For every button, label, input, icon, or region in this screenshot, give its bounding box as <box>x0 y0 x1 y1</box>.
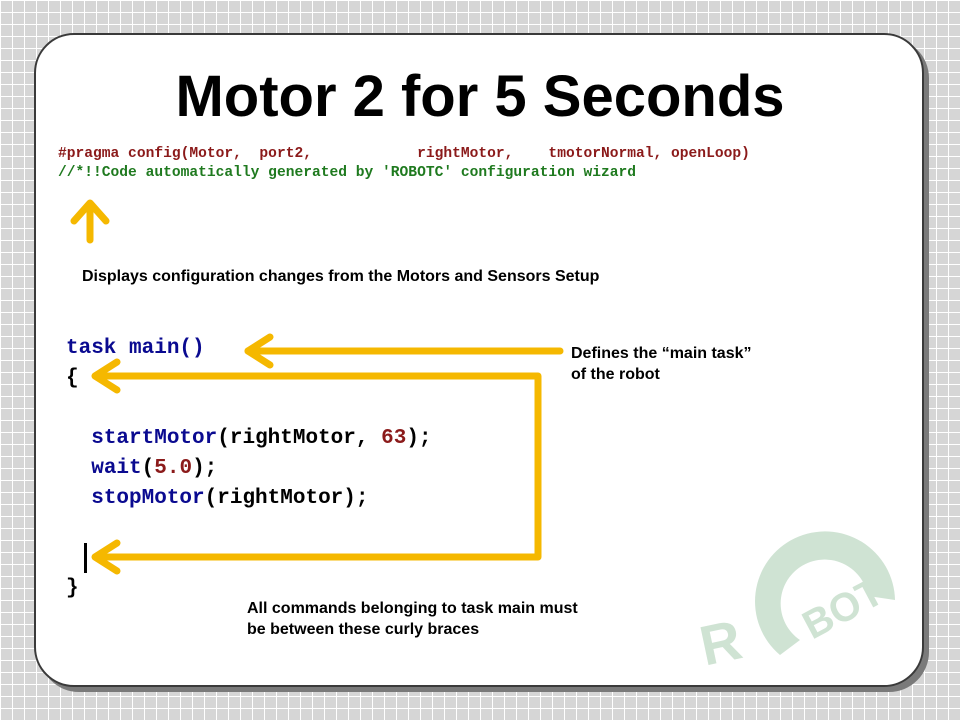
start-motor-fn: startMotor <box>91 427 218 450</box>
task-main-code: task main(){ startMotor(rightMotor, 63);… <box>66 334 432 604</box>
slide-title: Motor 2 for 5 Seconds <box>175 64 785 129</box>
main-signature: main() <box>116 337 205 360</box>
pragma-config-block: #pragma config(Motor, port2, rightMotor,… <box>58 145 750 183</box>
blank-line <box>66 394 432 424</box>
blank-line-3 <box>66 544 432 574</box>
start-motor-line: startMotor(rightMotor, 63); <box>66 424 432 454</box>
start-motor-arg: rightMotor <box>229 427 356 450</box>
main-task-note: Defines the “main task” of the robot <box>571 343 831 385</box>
wait-fn: wait <box>91 457 142 480</box>
blank-line-2 <box>66 514 432 544</box>
stop-motor-close: ); <box>343 487 369 510</box>
braces-note-line1: All commands belonging to task main must <box>247 600 578 617</box>
stop-motor-fn: stopMotor <box>91 487 205 510</box>
text-cursor <box>84 543 87 573</box>
start-motor-speed: 63 <box>381 427 407 450</box>
open-brace-line: { <box>66 364 432 394</box>
braces-note-line2: be between these curly braces <box>247 621 480 638</box>
open-brace: { <box>66 367 79 390</box>
main-task-note-line1: Defines the “main task” <box>571 345 752 362</box>
wait-close: ); <box>192 457 218 480</box>
braces-note: All commands belonging to task main must… <box>247 598 707 640</box>
task-keyword: task <box>66 337 117 360</box>
stop-motor-line: stopMotor(rightMotor); <box>66 484 432 514</box>
wait-arg: 5.0 <box>154 457 193 480</box>
config-note: Displays configuration changes from the … <box>82 268 600 285</box>
close-brace-line: } <box>66 574 432 604</box>
start-motor-close: ); <box>406 427 432 450</box>
pragma-line: #pragma config(Motor, port2, rightMotor,… <box>58 146 750 162</box>
stop-motor-open: ( <box>204 487 218 510</box>
close-brace: } <box>66 577 79 600</box>
task-main-line: task main() <box>66 334 432 364</box>
config-comment-line: //*!!Code automatically generated by 'RO… <box>58 165 637 181</box>
wait-line: wait(5.0); <box>66 454 432 484</box>
start-motor-open: ( <box>217 427 230 450</box>
stop-motor-arg: rightMotor <box>217 487 344 510</box>
start-motor-sep: , <box>355 427 382 450</box>
main-task-note-line2: of the robot <box>571 366 660 383</box>
wait-open: ( <box>141 457 155 480</box>
